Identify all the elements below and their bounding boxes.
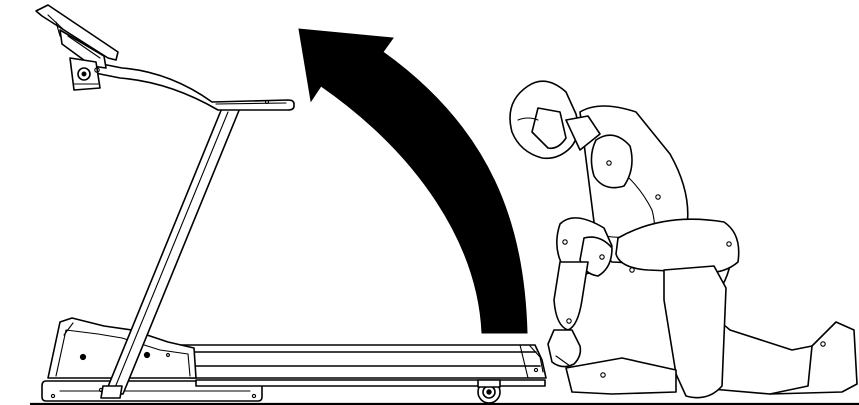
- kneeling-person: [509, 80, 858, 399]
- treadmill: [35, 4, 547, 404]
- fold-up-arrow: [298, 28, 528, 334]
